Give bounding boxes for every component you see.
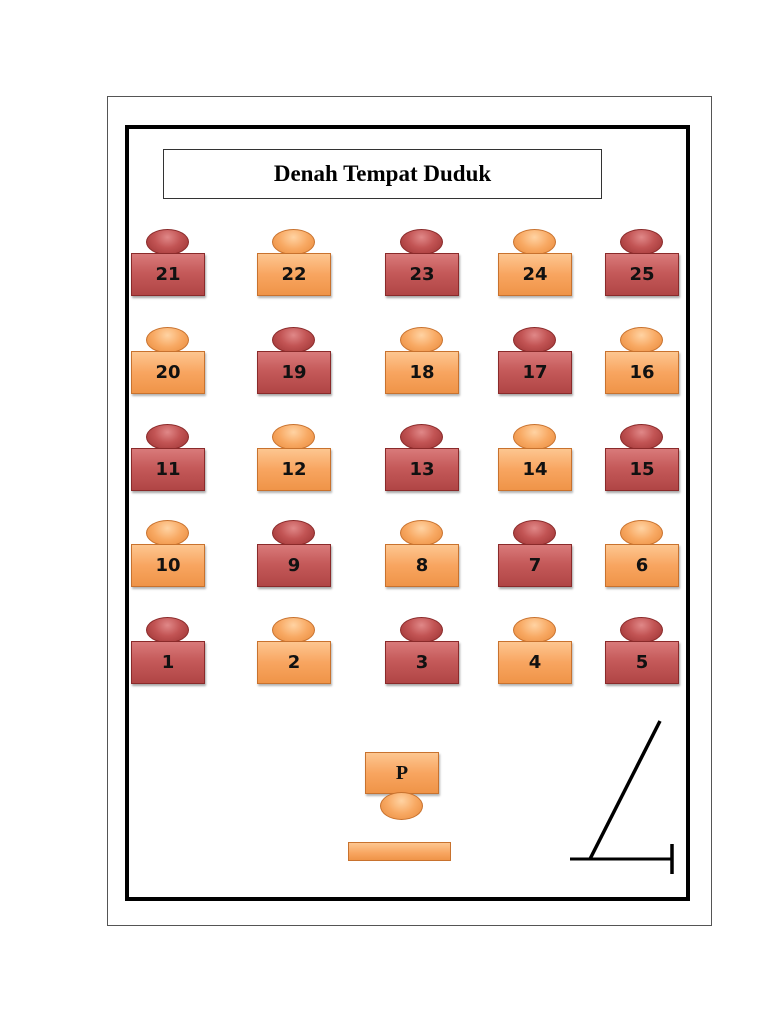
seat-17: 17 — [498, 327, 572, 397]
chair — [620, 617, 663, 643]
seat-24: 24 — [498, 229, 572, 299]
whiteboard — [348, 842, 451, 861]
seat-9: 9 — [257, 520, 331, 590]
chair — [272, 327, 315, 353]
seat-25: 25 — [605, 229, 679, 299]
chair — [620, 327, 663, 353]
chair — [400, 229, 443, 255]
seat-19: 19 — [257, 327, 331, 397]
seat-5: 5 — [605, 617, 679, 687]
desk-number: 16 — [605, 351, 679, 394]
seat-16: 16 — [605, 327, 679, 397]
desk-number: 7 — [498, 544, 572, 587]
chair — [620, 424, 663, 450]
door-icon — [570, 720, 674, 874]
chair — [513, 520, 556, 546]
chair — [146, 327, 189, 353]
seat-6: 6 — [605, 520, 679, 590]
desk-number: 1 — [131, 641, 205, 684]
chair — [400, 424, 443, 450]
chair — [400, 520, 443, 546]
chair — [620, 229, 663, 255]
desk-number: 21 — [131, 253, 205, 296]
door-leaf — [588, 720, 662, 860]
desk-number: 25 — [605, 253, 679, 296]
seat-18: 18 — [385, 327, 459, 397]
chair — [272, 229, 315, 255]
desk-number: 14 — [498, 448, 572, 491]
chair — [620, 520, 663, 546]
desk-number: 17 — [498, 351, 572, 394]
seat-7: 7 — [498, 520, 572, 590]
seat-14: 14 — [498, 424, 572, 494]
chair — [513, 617, 556, 643]
chair — [272, 520, 315, 546]
seat-15: 15 — [605, 424, 679, 494]
chair — [146, 617, 189, 643]
seat-2: 2 — [257, 617, 331, 687]
seat-11: 11 — [131, 424, 205, 494]
desk-number: 23 — [385, 253, 459, 296]
desk-number: 13 — [385, 448, 459, 491]
chair — [272, 617, 315, 643]
desk-number: 10 — [131, 544, 205, 587]
chair — [400, 327, 443, 353]
seat-8: 8 — [385, 520, 459, 590]
desk-number: 18 — [385, 351, 459, 394]
desk-number: 12 — [257, 448, 331, 491]
teacher-chair — [380, 792, 423, 820]
chair — [146, 229, 189, 255]
chair — [272, 424, 315, 450]
chair — [146, 424, 189, 450]
desk-number: 8 — [385, 544, 459, 587]
desk-number: 20 — [131, 351, 205, 394]
chair — [513, 424, 556, 450]
seat-13: 13 — [385, 424, 459, 494]
desk-number: 5 — [605, 641, 679, 684]
seat-22: 22 — [257, 229, 331, 299]
page-title: Denah Tempat Duduk — [163, 149, 602, 199]
seat-1: 1 — [131, 617, 205, 687]
desk-number: 2 — [257, 641, 331, 684]
chair — [513, 327, 556, 353]
desk-number: 11 — [131, 448, 205, 491]
classroom-outline — [125, 125, 690, 901]
desk-number: 3 — [385, 641, 459, 684]
desk-number: 22 — [257, 253, 331, 296]
desk-number: 4 — [498, 641, 572, 684]
desk-number: 9 — [257, 544, 331, 587]
chair — [513, 229, 556, 255]
chair — [146, 520, 189, 546]
seat-3: 3 — [385, 617, 459, 687]
desk-number: 24 — [498, 253, 572, 296]
teacher-desk: P — [365, 752, 439, 794]
chair — [400, 617, 443, 643]
seat-12: 12 — [257, 424, 331, 494]
seat-23: 23 — [385, 229, 459, 299]
desk-number: 19 — [257, 351, 331, 394]
seat-4: 4 — [498, 617, 572, 687]
seat-10: 10 — [131, 520, 205, 590]
desk-number: 6 — [605, 544, 679, 587]
seat-20: 20 — [131, 327, 205, 397]
seat-21: 21 — [131, 229, 205, 299]
desk-number: 15 — [605, 448, 679, 491]
